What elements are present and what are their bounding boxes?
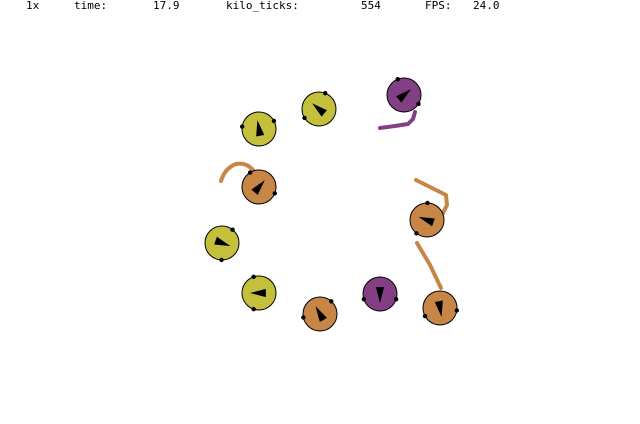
sensor-dot-left <box>251 306 256 312</box>
trail-orange-left <box>219 161 255 183</box>
robot-1 <box>239 111 277 147</box>
heading-arrow-icon <box>375 287 385 303</box>
robot-5 <box>409 200 445 238</box>
sensor-dot-left <box>239 124 245 129</box>
sensor-dot-right <box>272 191 278 196</box>
robot-3 <box>386 76 422 113</box>
speed-readout: 1x <box>26 0 40 12</box>
sensor-dot-right <box>251 274 256 280</box>
robot-2 <box>301 90 337 127</box>
trail-purple <box>378 110 417 130</box>
heading-arrow-icon <box>312 103 327 117</box>
sensor-dot-right <box>361 297 367 302</box>
sensor-dot-left <box>454 308 460 313</box>
robot-4 <box>241 169 278 205</box>
trail-orange-right-lower <box>415 241 443 290</box>
status-bar: 1x time: 17.9 kilo_ticks: 554 FPS: 24.0 <box>0 0 640 14</box>
time-label: time: <box>74 0 108 12</box>
sensor-dot-right <box>416 101 421 107</box>
heading-arrow-icon <box>315 306 327 322</box>
robot-layer <box>204 76 460 332</box>
trail-layer <box>219 110 449 290</box>
sensor-dot-right <box>323 90 328 96</box>
sensor-dot-left <box>230 227 235 232</box>
heading-arrow-icon <box>434 300 443 317</box>
sensor-dot-right <box>422 313 428 319</box>
robot-9 <box>361 276 399 312</box>
heading-arrow-icon <box>250 288 266 298</box>
sensor-dot-right <box>271 118 277 124</box>
kilo-ticks-value: 554 <box>361 0 381 12</box>
heading-arrow-icon <box>251 180 265 195</box>
sensor-dot-left <box>247 170 253 175</box>
sensor-dot-right <box>329 299 334 304</box>
heading-arrow-icon <box>214 236 231 247</box>
time-value: 17.9 <box>153 0 180 12</box>
robot-10 <box>422 290 460 326</box>
kilo-ticks-label: kilo_ticks: <box>226 0 299 12</box>
sensor-dot-left <box>414 231 419 236</box>
sensor-dot-left <box>302 115 307 121</box>
heading-arrow-icon <box>418 216 435 227</box>
robot-7 <box>241 274 277 312</box>
fps-value: 24.0 <box>473 0 500 12</box>
sensor-dot-left <box>393 297 399 302</box>
heading-arrow-icon <box>396 89 411 103</box>
trail-orange-right-upper <box>414 178 449 215</box>
heading-arrow-icon <box>256 120 265 137</box>
robot-8 <box>301 296 338 332</box>
sensor-dot-left <box>395 76 400 82</box>
robot-6 <box>204 225 240 263</box>
fps-label: FPS: <box>425 0 452 12</box>
sensor-dot-left <box>301 315 306 320</box>
sensor-dot-right <box>425 200 430 206</box>
sensor-dot-right <box>219 257 224 263</box>
